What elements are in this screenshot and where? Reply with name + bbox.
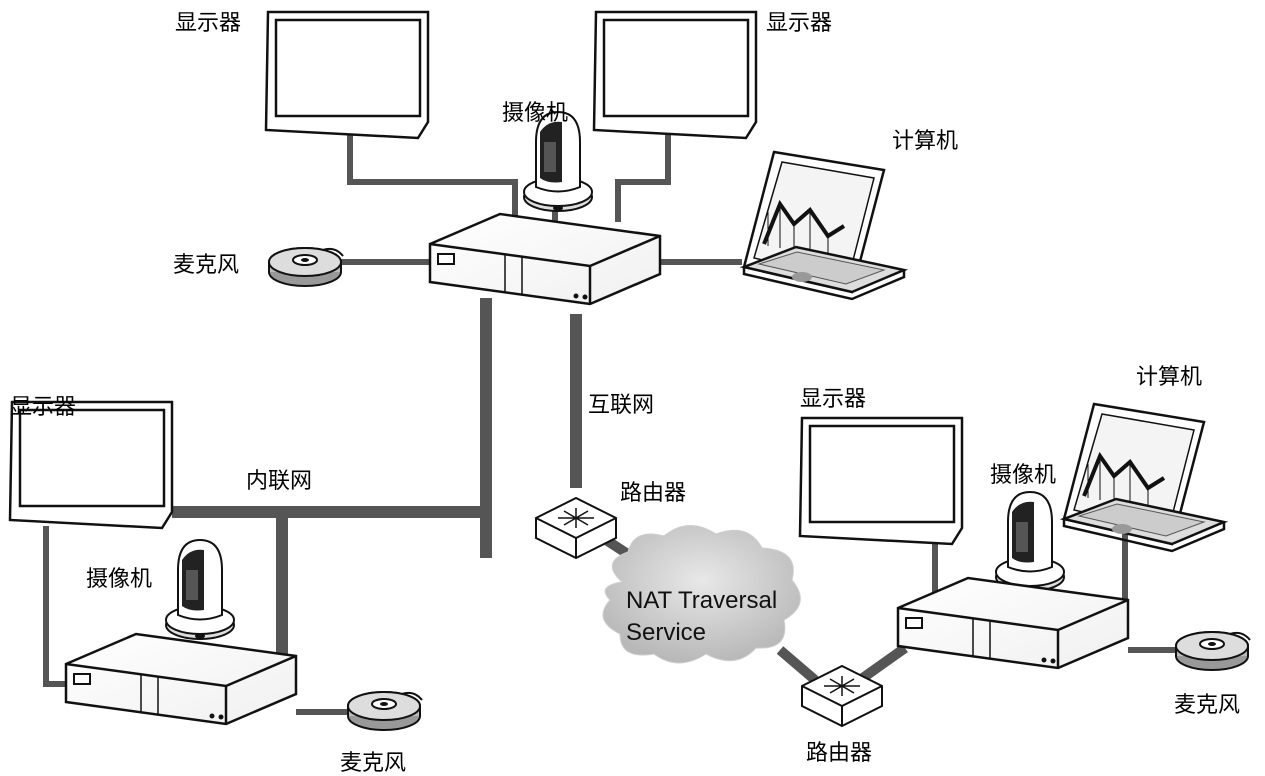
- label-computer-top: 计算机: [892, 129, 958, 154]
- router-top: [535, 497, 617, 559]
- label-internet: 互联网: [588, 393, 654, 418]
- label-microphone-top: 麦克风: [173, 253, 239, 278]
- label-display-top-right: 显示器: [766, 11, 832, 36]
- label-camera-top: 摄像机: [502, 101, 568, 126]
- display-bottom-right: [798, 416, 964, 546]
- label-display-bottom-right: 显示器: [800, 387, 866, 412]
- codec-box-bottom-left: [64, 632, 298, 726]
- nat-traversal-cloud: NAT Traversal Service: [602, 525, 801, 664]
- label-router-top: 路由器: [620, 481, 686, 506]
- camera-bottom-right: [995, 491, 1065, 592]
- microphone-bottom-left: [347, 691, 423, 731]
- display-bottom-left: [8, 400, 174, 530]
- computer-bottom-right: [1062, 402, 1226, 553]
- label-camera-bottom-left: 摄像机: [86, 567, 152, 592]
- label-intranet: 内联网: [246, 469, 312, 494]
- label-router-bottom: 路由器: [806, 741, 872, 766]
- display-top-right: [592, 10, 758, 140]
- label-display-bottom-left: 显示器: [10, 395, 76, 420]
- label-microphone-bottom-right: 麦克风: [1174, 693, 1240, 718]
- cloud-label-line2: Service: [626, 619, 706, 646]
- computer-top: [742, 150, 906, 301]
- microphone-top: [268, 247, 344, 287]
- display-top-left: [264, 10, 430, 140]
- label-microphone-bottom-left: 麦克风: [340, 751, 406, 776]
- cloud-label-line1: NAT Traversal: [626, 587, 777, 614]
- label-computer-bottom-right: 计算机: [1136, 365, 1202, 390]
- camera-bottom-left: [165, 539, 235, 640]
- camera-top: [523, 111, 593, 212]
- codec-box-top: [428, 212, 662, 306]
- label-display-top-left: 显示器: [175, 11, 241, 36]
- microphone-bottom-right: [1175, 631, 1251, 671]
- label-camera-bottom-right: 摄像机: [990, 463, 1056, 488]
